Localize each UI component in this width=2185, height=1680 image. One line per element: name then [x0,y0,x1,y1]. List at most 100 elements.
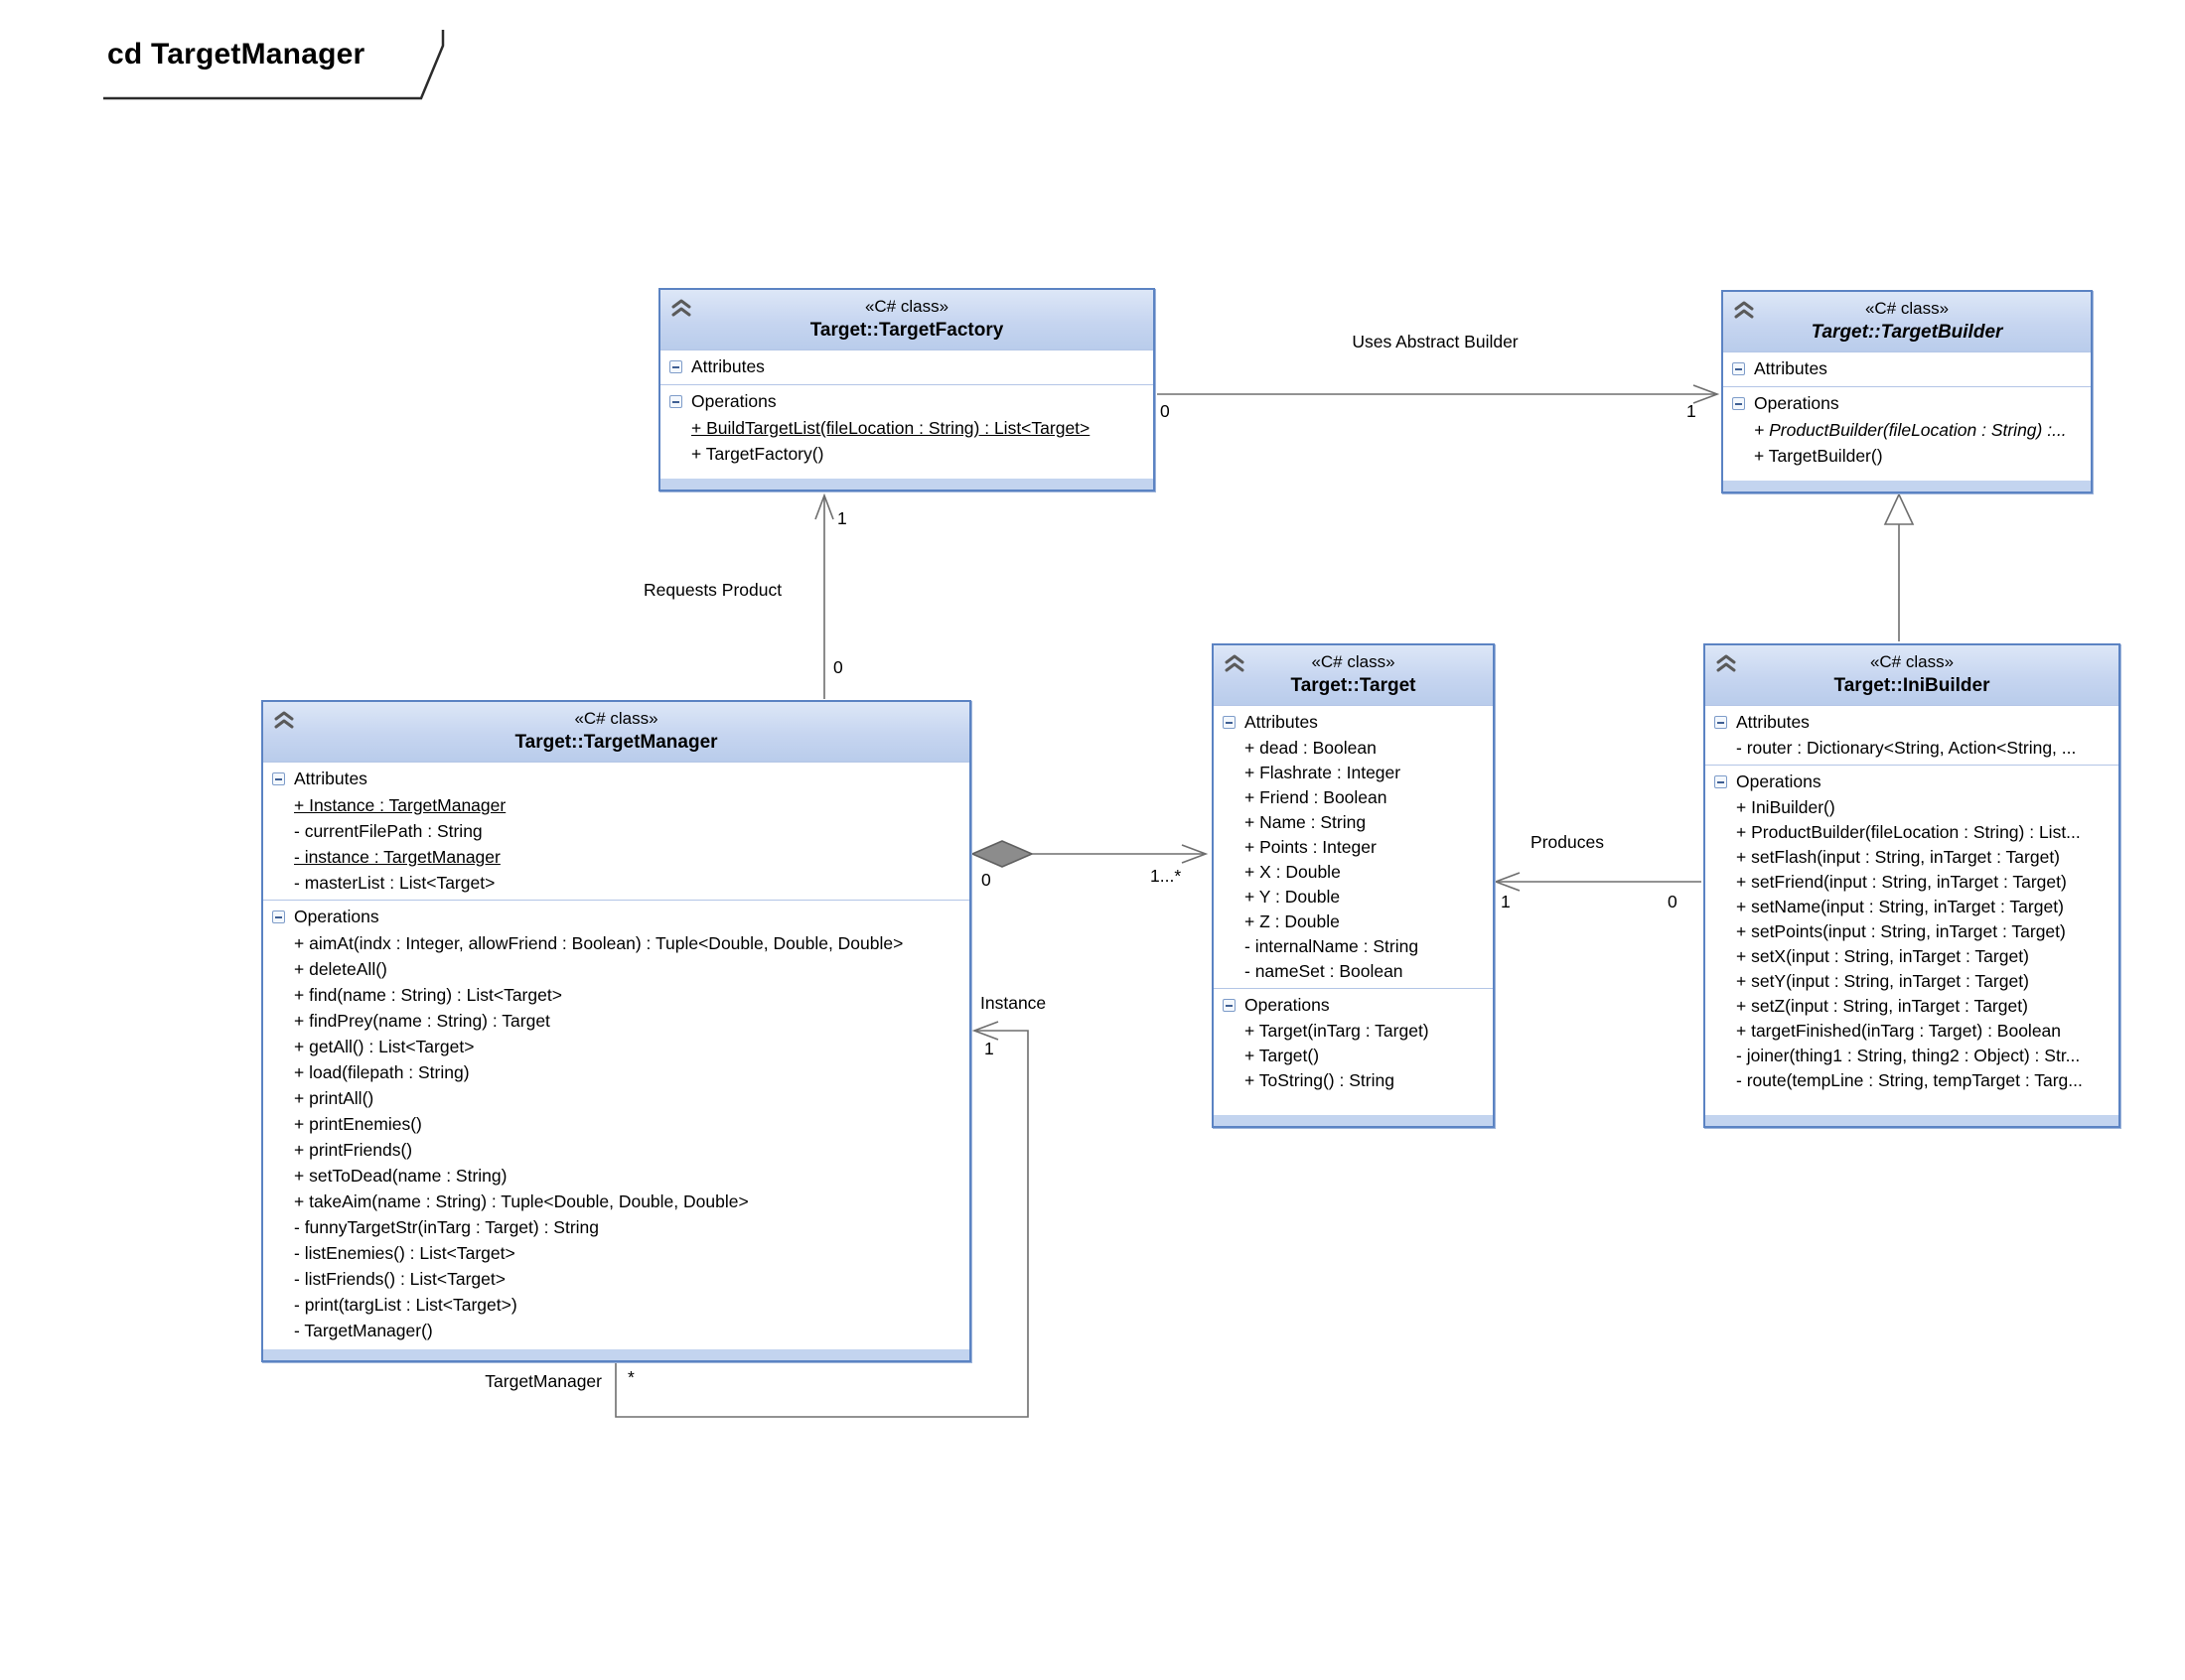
member-row: + TargetBuilder() [1754,446,1883,466]
member-row: + Flashrate : Integer [1244,763,1401,782]
connector-requests-product [814,492,834,699]
connector-label-requests-product: Requests Product [644,580,783,600]
connector-aggregation-masterlist [969,840,1209,868]
connector-label-uses-abstract-builder: Uses Abstract Builder [1352,332,1519,351]
class-name: Target::TargetBuilder [1811,322,2003,343]
collapse-section-icon[interactable] [272,910,285,923]
member-row: + setToDead(name : String) [294,1166,508,1186]
member-row: - TargetManager() [294,1321,433,1340]
member-row: + Points : Integer [1244,837,1377,857]
attributes-section: Attributes [1723,351,2091,386]
collapse-section-icon[interactable] [1714,775,1727,788]
member-row: + IniBuilder() [1736,797,1835,817]
multiplicity-aggregation-target: 1...* [1150,866,1182,886]
class-header: «C# class» Target::TargetManager [263,702,969,762]
member-row: + printFriends() [294,1140,413,1160]
connector-uses-abstract-builder [1157,384,1720,404]
member-row: + Z : Double [1244,911,1340,931]
member-row: - listFriends() : List<Target> [294,1269,506,1289]
class-stereotype: «C# class» [1311,652,1395,671]
class-name: Target::IniBuilder [1833,675,1990,696]
operations-section: Operations + ProductBuilder(fileLocation… [1723,386,2091,473]
section-title: Attributes [1736,712,1810,732]
collapse-section-icon[interactable] [1223,716,1236,729]
operations-section: Operations + IniBuilder() + ProductBuilde… [1705,765,2118,1097]
attributes-section: Attributes + dead : Boolean+ Flashrate :… [1214,705,1493,988]
member-row: + deleteAll() [294,959,387,979]
role-label-targetmanager: TargetManager [485,1371,602,1391]
collapse-chevron-icon[interactable] [1731,299,1757,321]
class-footer [1705,1114,2118,1126]
member-row: + setX(input : String, inTarget : Target… [1736,946,2029,966]
connector-label-produces: Produces [1530,832,1604,852]
member-row: + setName(input : String, inTarget : Tar… [1736,897,2064,916]
member-row: + setPoints(input : String, inTarget : T… [1736,921,2066,941]
section-title: Operations [294,907,379,926]
member-row: + Target() [1244,1046,1320,1065]
collapse-section-icon[interactable] [669,360,682,373]
attributes-section: Attributes - router : Dictionary<String,… [1705,705,2118,765]
class-stereotype: «C# class» [864,297,949,316]
collapse-chevron-icon[interactable] [1713,652,1739,674]
collapse-section-icon[interactable] [1223,999,1236,1012]
member-row: + BuildTargetList(fileLocation : String)… [691,418,1091,438]
member-row: + takeAim(name : String) : Tuple<Double,… [294,1191,749,1211]
collapse-chevron-icon[interactable] [1222,652,1247,674]
operations-section: Operations + aimAt(indx : Integer, allow… [263,900,969,1347]
member-row: + setZ(input : String, inTarget : Target… [1736,996,2028,1016]
collapse-section-icon[interactable] [669,395,682,408]
class-stereotype: «C# class» [574,709,658,728]
member-row: + setFlash(input : String, inTarget : Ta… [1736,847,2061,867]
member-row: + find(name : String) : List<Target> [294,985,562,1005]
class-target-factory[interactable]: «C# class» Target::TargetFactory Attribu… [658,288,1155,491]
member-row: + findPrey(name : String) : Target [294,1011,550,1031]
member-row: - masterList : List<Target> [294,873,496,893]
member-row: + printAll() [294,1088,374,1108]
member-row: - listEnemies() : List<Target> [294,1243,515,1263]
class-ini-builder[interactable]: «C# class» Target::IniBuilder Attributes… [1703,643,2120,1128]
member-row: + targetFinished(inTarg : Target) : Bool… [1736,1021,2062,1041]
class-header: «C# class» Target::IniBuilder [1705,645,2118,705]
collapse-chevron-icon[interactable] [271,709,297,731]
collapse-section-icon[interactable] [1732,397,1745,410]
member-row: + Name : String [1244,812,1367,832]
collapse-chevron-icon[interactable] [668,297,694,319]
collapse-section-icon[interactable] [1714,716,1727,729]
collapse-section-icon[interactable] [1732,362,1745,375]
member-row: - print(targList : List<Target>) [294,1295,517,1315]
class-stereotype: «C# class» [1864,299,1950,318]
member-row: + dead : Boolean [1244,738,1377,758]
member-row: - router : Dictionary<String, Action<Str… [1736,738,2077,758]
member-row: + printEnemies() [294,1114,422,1134]
section-title: Attributes [1754,358,1827,378]
class-header: «C# class» Target::Target [1214,645,1493,705]
multiplicity-aggregation-source: 0 [981,870,991,890]
collapse-section-icon[interactable] [272,772,285,785]
member-row: - currentFilePath : String [294,821,483,841]
class-header: «C# class» Target::TargetFactory [660,290,1153,350]
member-row: + Instance : TargetManager [294,795,507,815]
class-target[interactable]: «C# class» Target::Target Attributes + d… [1212,643,1495,1128]
member-row: - funnyTargetStr(inTarg : Target) : Stri… [294,1217,600,1237]
class-footer [1214,1114,1493,1126]
section-title: Attributes [691,356,765,376]
multiplicity-produces-target: 1 [1501,892,1511,911]
member-row: - route(tempLine : String, tempTarget : … [1736,1070,2083,1090]
multiplicity-produces-source: 0 [1668,892,1677,911]
class-name: Target::Target [1290,675,1416,696]
multiplicity-uses-source: 0 [1160,401,1170,421]
class-name: Target::TargetManager [514,732,718,753]
multiplicity-instance-source: * [628,1367,635,1387]
class-target-manager[interactable]: «C# class» Target::TargetManager Attribu… [261,700,971,1362]
class-target-builder[interactable]: «C# class» Target::TargetBuilder Attribu… [1721,290,2093,493]
member-row: - joiner(thing1 : String, thing2 : Objec… [1736,1046,2081,1065]
member-row: + ProductBuilder(fileLocation : String) … [1736,822,2081,842]
class-footer [263,1348,969,1360]
member-row: - instance : TargetManager [294,847,501,867]
class-header: «C# class» Target::TargetBuilder [1723,292,2091,351]
multiplicity-requests-target: 1 [837,508,847,528]
section-title: Operations [1736,771,1821,791]
member-row: + Target(inTarg : Target) [1244,1021,1429,1041]
multiplicity-instance-target: 1 [984,1039,994,1058]
